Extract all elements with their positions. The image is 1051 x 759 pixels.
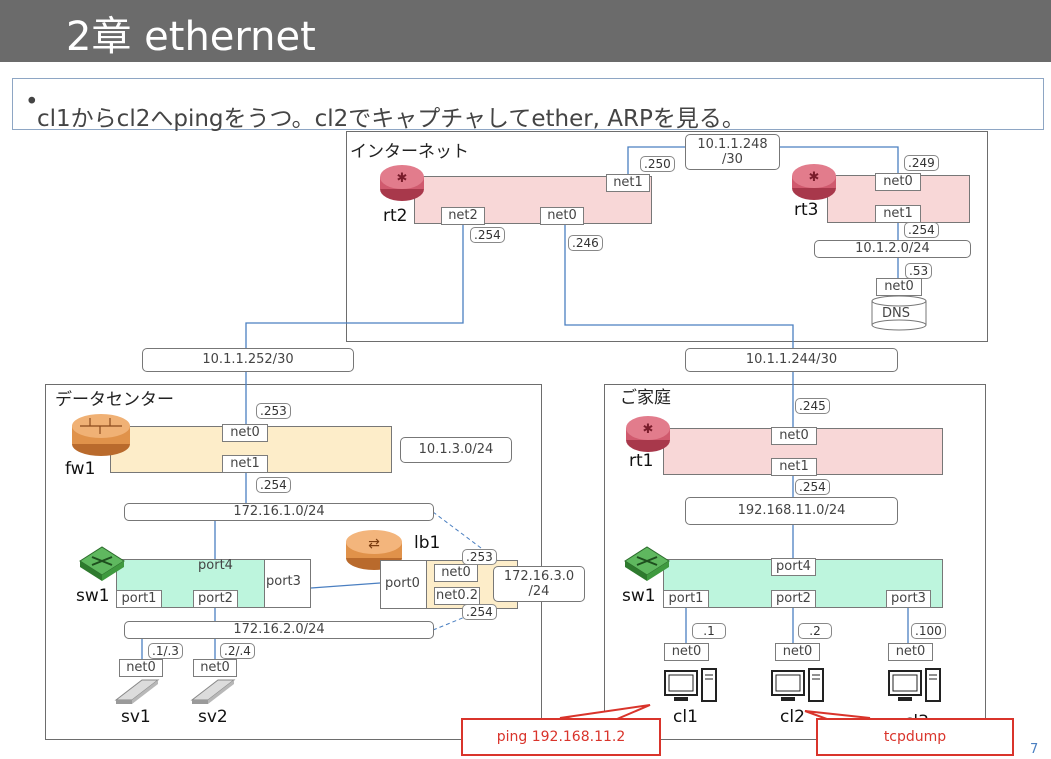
dns-net0: net0 xyxy=(876,278,922,296)
lb1-port0: port0 xyxy=(385,576,420,591)
title-bar: 2章 ethernet xyxy=(0,0,1051,62)
net-172-16-3-0: 172.16.3.0 /24 xyxy=(493,566,585,602)
internet-label: インターネット xyxy=(350,142,469,162)
wire-rt2-rt1 xyxy=(564,223,794,428)
sw1-home-port4: port4 xyxy=(771,558,816,576)
net-10-1-3-0: 10.1.3.0/24 xyxy=(400,437,512,463)
pc-icon xyxy=(771,668,824,702)
rt2-net0: net0 xyxy=(540,207,584,225)
cl1-label: cl1 xyxy=(673,707,698,727)
net-10-1-1-244: 10.1.1.244/30 xyxy=(685,348,898,372)
addr-253-fw: .253 xyxy=(256,403,291,419)
bullet-text: • cl1からcl2へpingをうつ。cl2でキャプチャしてether, ARP… xyxy=(25,89,745,132)
page-number: 7 xyxy=(1030,742,1039,757)
rt2-net1: net1 xyxy=(606,174,650,192)
router-icon: ✱ xyxy=(792,164,836,200)
dns-label: DNS xyxy=(882,306,910,321)
addr-254-rt1: .254 xyxy=(795,479,830,495)
rt2-label: rt2 xyxy=(383,206,408,226)
addr-245: .245 xyxy=(795,398,830,414)
sw1-home-port3: port3 xyxy=(886,590,931,608)
ping-callout: ping 192.168.11.2 xyxy=(461,718,661,756)
fw1-label: fw1 xyxy=(65,459,96,479)
sv1-net0: net0 xyxy=(119,659,163,677)
rt3-net1: net1 xyxy=(875,205,921,223)
pc-icon xyxy=(664,668,717,702)
bullet-content: cl1からcl2へpingをうつ。cl2でキャプチャしてether, ARPを見… xyxy=(37,106,745,132)
cl3-net0: net0 xyxy=(888,643,933,661)
sw1-dc-port3-area xyxy=(264,559,311,608)
lb1-net0: net0 xyxy=(434,564,478,582)
addr-246: .246 xyxy=(568,235,603,251)
addr-sv2: .2/.4 xyxy=(220,643,255,659)
addr-254-fw: .254 xyxy=(256,477,291,493)
sw1-home-port2: port2 xyxy=(771,590,816,608)
fw1-net0: net0 xyxy=(222,424,268,442)
sw1-dc-label: sw1 xyxy=(76,586,110,606)
lb1-label: lb1 xyxy=(414,533,441,553)
addr-250: .250 xyxy=(640,156,675,172)
sw1-dc-port4: port4 xyxy=(198,558,233,573)
rt1-net1: net1 xyxy=(771,458,817,476)
sv2-net0: net0 xyxy=(193,659,237,677)
cl1-net0: net0 xyxy=(664,643,709,661)
addr-253-lb: .253 xyxy=(462,549,497,565)
sv2-label: sv2 xyxy=(198,707,228,727)
router-icon: ✱ xyxy=(626,416,670,452)
addr-254-rt2: .254 xyxy=(470,227,505,243)
addr-53: .53 xyxy=(905,263,933,279)
svg-text:✱: ✱ xyxy=(397,171,408,186)
server-icon xyxy=(190,679,236,704)
home-label: ご家庭 xyxy=(620,388,671,408)
wire-rt2-fw1 xyxy=(245,223,464,426)
net-172-16-2-0: 172.16.2.0/24 xyxy=(124,621,434,639)
addr-249: .249 xyxy=(904,155,939,171)
addr-cl2: .2 xyxy=(798,623,832,639)
rt2-net2: net2 xyxy=(441,207,485,225)
addr-cl1: .1 xyxy=(692,623,726,639)
lb1-net0-2: net0.2 xyxy=(434,587,480,605)
svg-text:✱: ✱ xyxy=(643,422,654,437)
switch-icon xyxy=(624,546,670,581)
firewall-icon xyxy=(72,414,130,456)
net-10-1-1-248: 10.1.1.248 /30 xyxy=(685,134,780,170)
rt1-net0: net0 xyxy=(771,427,817,445)
sw1-home-label: sw1 xyxy=(622,586,656,606)
cl2-net0: net0 xyxy=(775,643,820,661)
datacenter-label: データセンター xyxy=(55,390,174,410)
cl2-label: cl2 xyxy=(780,707,805,727)
net-172-16-1-0: 172.16.1.0/24 xyxy=(124,503,434,521)
sw1-dc-port3: port3 xyxy=(266,574,301,589)
pc-icon xyxy=(888,668,941,702)
slide-title: 2章 ethernet xyxy=(66,14,316,60)
rt1-label: rt1 xyxy=(629,451,654,471)
svg-text:✱: ✱ xyxy=(809,170,820,185)
wire-sw1-lb1 xyxy=(310,582,381,589)
server-icon xyxy=(114,679,160,704)
sw1-dc-port1: port1 xyxy=(116,590,162,608)
sv1-label: sv1 xyxy=(121,707,151,727)
svg-text:⇄: ⇄ xyxy=(368,536,380,552)
addr-cl3: .100 xyxy=(911,623,946,639)
addr-254-rt3: .254 xyxy=(904,222,939,238)
addr-sv1: .1/.3 xyxy=(148,643,183,659)
tcpdump-callout: tcpdump xyxy=(816,718,1014,756)
switch-icon xyxy=(79,546,125,581)
net-10-1-2-0: 10.1.2.0/24 xyxy=(814,240,971,258)
fw1-net1: net1 xyxy=(222,455,268,473)
addr-254-lb: .254 xyxy=(462,604,497,620)
sw1-dc-port2: port2 xyxy=(193,590,238,608)
dns-cylinder xyxy=(871,295,927,331)
router-icon: ✱ xyxy=(380,165,424,201)
net-10-1-1-252: 10.1.1.252/30 xyxy=(142,348,354,372)
sw1-home-port1: port1 xyxy=(663,590,709,608)
rt3-label: rt3 xyxy=(794,200,819,220)
bullet-box: • cl1からcl2へpingをうつ。cl2でキャプチャしてether, ARP… xyxy=(12,78,1044,132)
net-192-168-11-0: 192.168.11.0/24 xyxy=(685,497,898,525)
rt3-net0: net0 xyxy=(875,173,921,191)
